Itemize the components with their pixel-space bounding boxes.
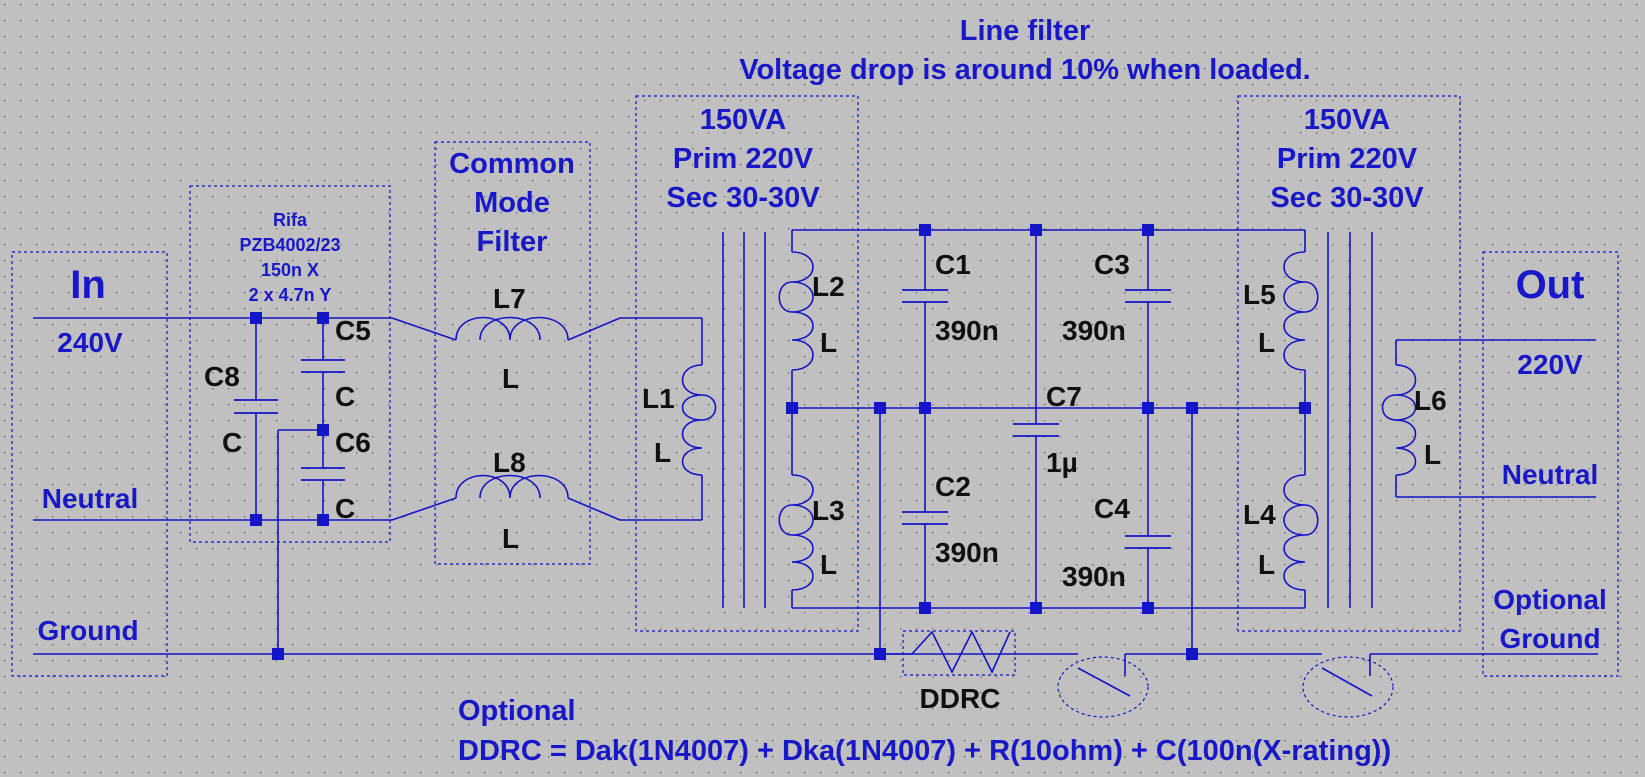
optional-switch-right (1302, 656, 1394, 718)
c8-name: C8 (204, 361, 240, 392)
labels: Line filter Voltage drop is around 10% w… (37, 15, 1606, 767)
c3-value: 390n (1062, 315, 1126, 346)
l6-value: L (1424, 439, 1441, 470)
tx-left-line3: Sec 30-30V (666, 182, 820, 214)
note-line2: DDRC = Dak(1N4007) + Dka(1N4007) + R(10o… (458, 735, 1391, 767)
tx-right-line3: Sec 30-30V (1270, 182, 1424, 214)
l3-name: L3 (812, 495, 845, 526)
tx-left-line1: 150VA (700, 104, 787, 136)
title-line1: Line filter (960, 15, 1091, 47)
c3-name: C3 (1094, 249, 1130, 280)
optional-switch-left (1057, 656, 1149, 718)
l5-value: L (1258, 327, 1275, 358)
note-line1: Optional (458, 695, 576, 727)
c7-name: C7 (1046, 381, 1082, 412)
output-neutral: Neutral (1502, 459, 1598, 490)
c4-name: C4 (1094, 493, 1130, 524)
c1-name: C1 (935, 249, 971, 280)
l1-value: L (654, 437, 671, 468)
input-neutral: Neutral (42, 483, 138, 514)
transformer-right-box (1237, 95, 1461, 632)
c2-value: 390n (935, 537, 999, 568)
title-line2: Voltage drop is around 10% when loaded. (739, 54, 1311, 86)
rifa-line3: 150n X (261, 260, 319, 280)
common-mode-choke (391, 316, 702, 521)
c5-value: C (335, 381, 355, 412)
c8-value: C (222, 427, 242, 458)
output-box (1482, 251, 1619, 677)
transformer-right (1283, 230, 1596, 608)
c1-value: 390n (935, 315, 999, 346)
output-label: Out (1516, 263, 1585, 307)
l4-name: L4 (1243, 499, 1276, 530)
c2-name: C2 (935, 471, 971, 502)
c6-value: C (335, 493, 355, 524)
transformer-left-box (635, 95, 859, 632)
ddrc-element (880, 630, 1598, 697)
common-mode-filter-box (434, 141, 591, 565)
group-boxes (11, 95, 1619, 718)
l2-value: L (820, 327, 837, 358)
l8-name: L8 (493, 447, 526, 478)
ddrc-box (902, 630, 1016, 676)
l3-value: L (820, 549, 837, 580)
l7-value: L (502, 363, 519, 394)
output-voltage: 220V (1517, 349, 1583, 380)
output-ground-line1: Optional (1493, 584, 1607, 615)
tx-right-line2: Prim 220V (1277, 143, 1418, 175)
l2-name: L2 (812, 271, 845, 302)
l6-name: L6 (1414, 385, 1447, 416)
c7-value: 1µ (1046, 447, 1078, 478)
cm-filter-line2: Mode (474, 187, 550, 219)
input-voltage: 240V (57, 327, 123, 358)
cm-filter-line3: Filter (477, 226, 548, 258)
rifa-line2: PZB4002/23 (239, 235, 340, 255)
ddrc-label: DDRC (920, 683, 1001, 714)
input-label: In (70, 263, 106, 307)
l5-name: L5 (1243, 279, 1276, 310)
cm-filter-line1: Common (449, 148, 575, 180)
input-ground: Ground (37, 615, 138, 646)
l7-name: L7 (493, 283, 526, 314)
component-labels: C8 C C5 C C6 C L7 L L8 L L1 L L2 L L3 L … (204, 249, 1447, 714)
input-wiring (33, 312, 1010, 660)
tx-left-line2: Prim 220V (673, 143, 814, 175)
transformer-left (681, 230, 814, 608)
l1-name: L1 (642, 383, 675, 414)
input-box (11, 251, 168, 677)
c6-name: C6 (335, 427, 371, 458)
output-ground-line2: Ground (1499, 623, 1600, 654)
c5-name: C5 (335, 315, 371, 346)
center-caps (786, 224, 1311, 660)
tx-right-line1: 150VA (1304, 104, 1391, 136)
rifa-line1: Rifa (273, 210, 308, 230)
l4-value: L (1258, 549, 1275, 580)
rifa-line4: 2 x 4.7n Y (249, 285, 332, 305)
rifa-box (189, 185, 391, 543)
c4-value: 390n (1062, 561, 1126, 592)
l8-value: L (502, 523, 519, 554)
